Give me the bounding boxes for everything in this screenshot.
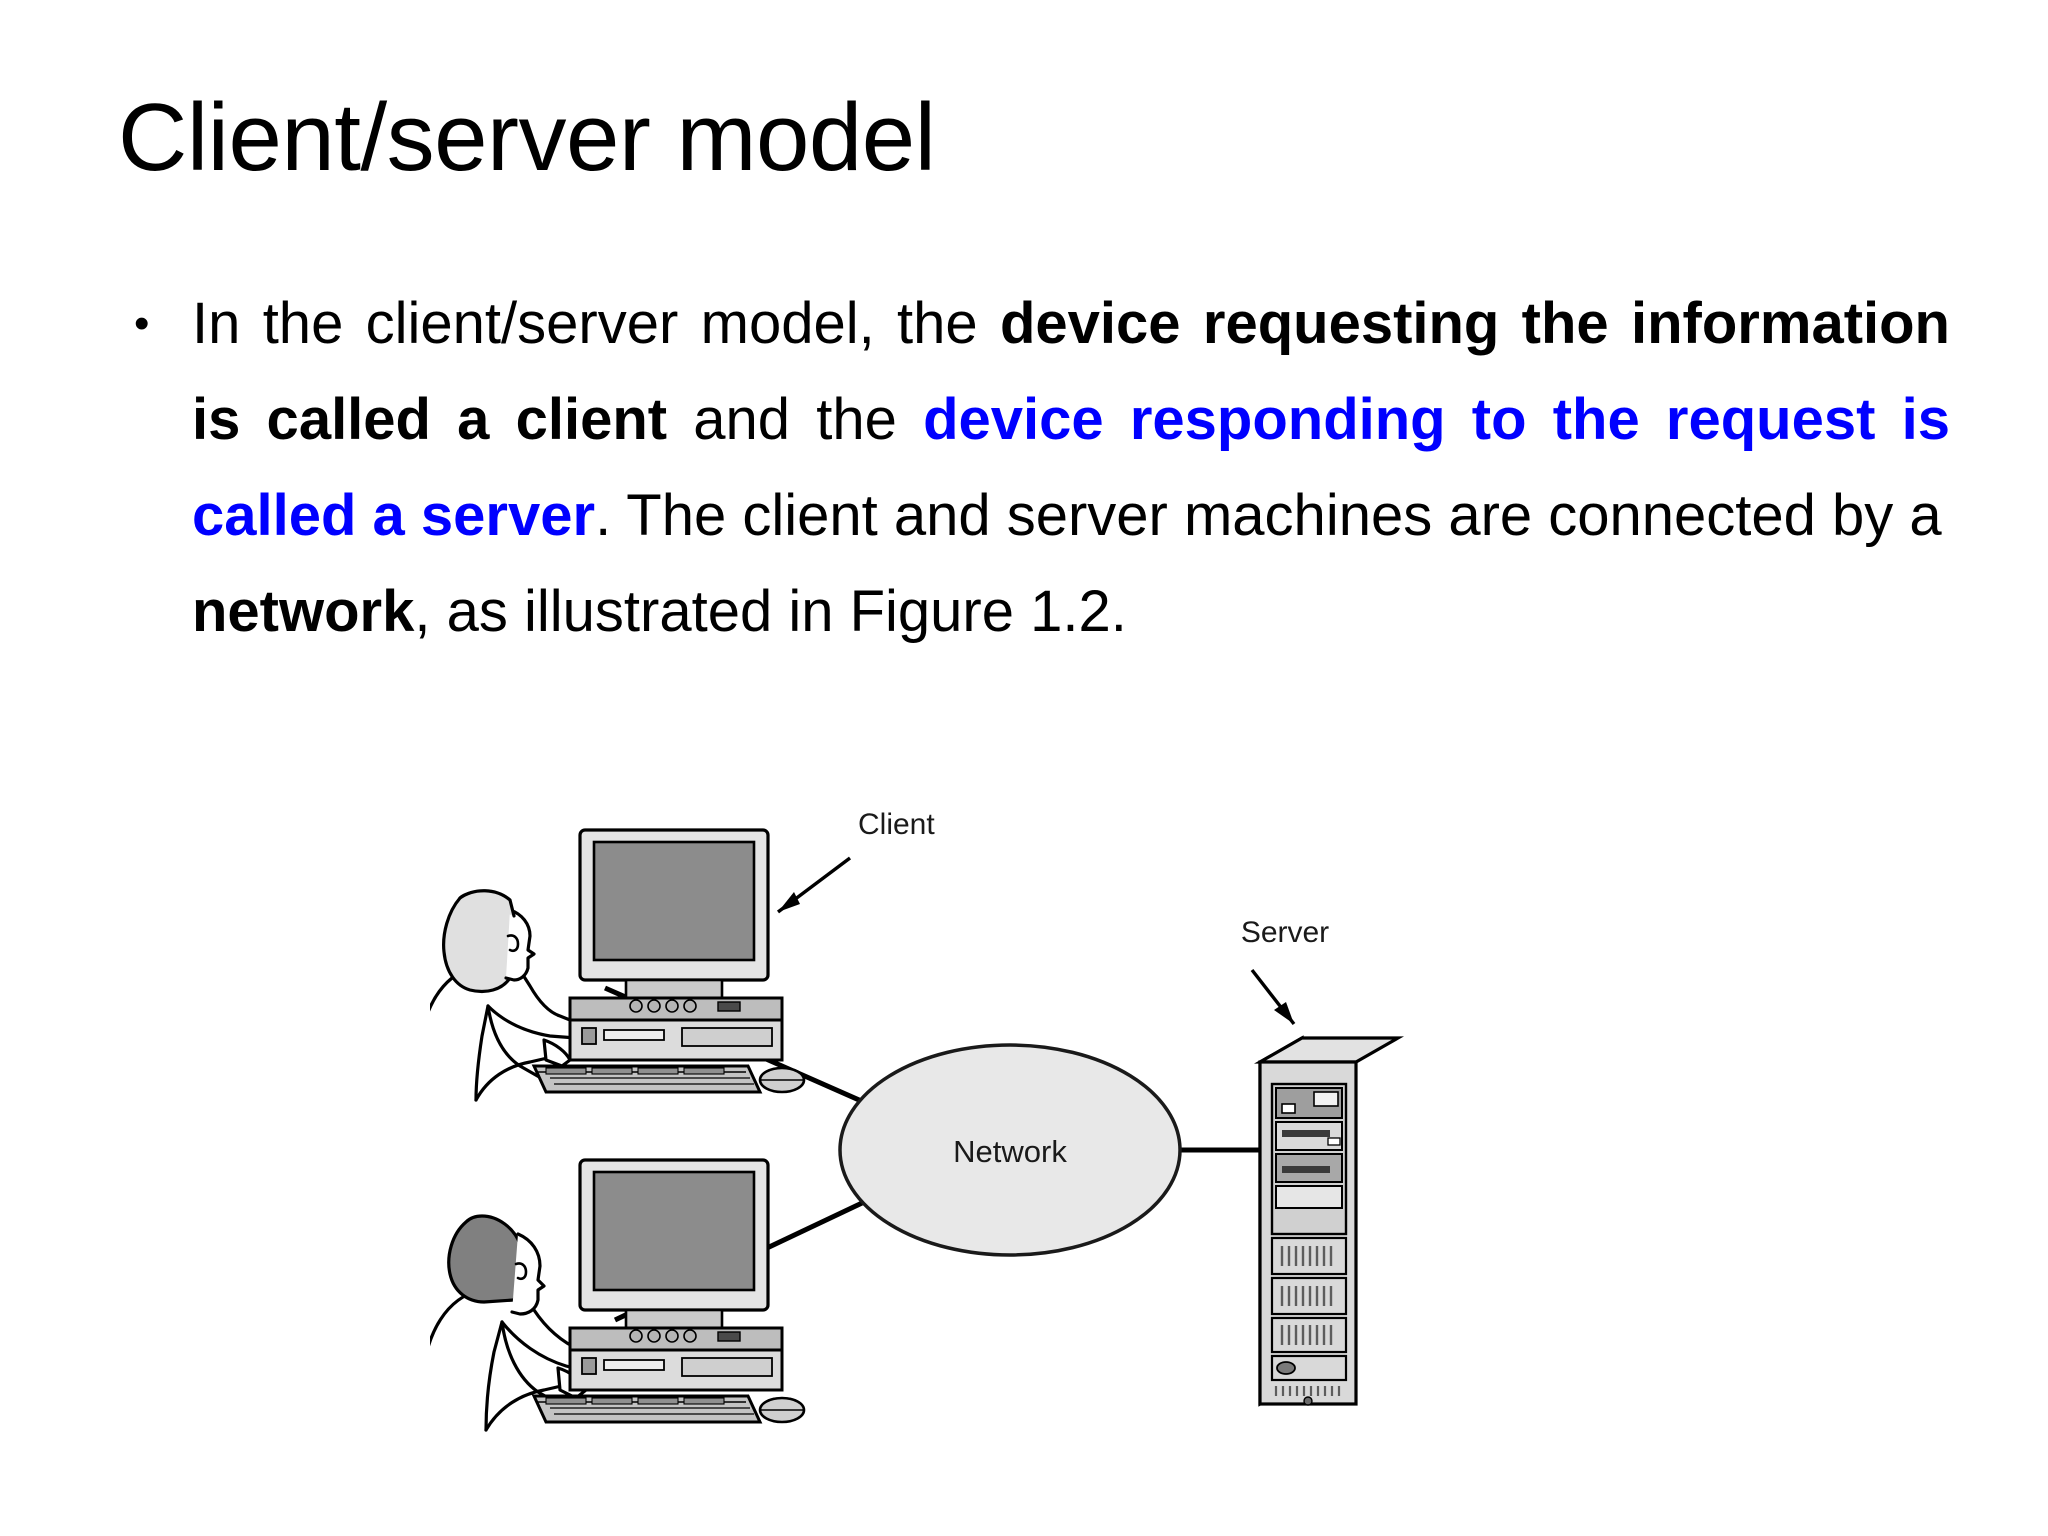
client-label: Client: [858, 808, 935, 841]
network-cloud: Network: [838, 1043, 1182, 1257]
server-callout: Server: [1241, 916, 1329, 1026]
desktop-case: [568, 1326, 784, 1392]
content-placeholder: • In the client/server model, the device…: [120, 276, 1950, 660]
vent-grilles: [1270, 1236, 1348, 1354]
paragraph-text: In the client/server model, the device r…: [192, 276, 1950, 660]
user-figure-male: [430, 1214, 598, 1432]
keyboard: [531, 1064, 763, 1094]
run-normal-3: . The client and server machines are con…: [595, 483, 1942, 548]
mouse-device: [758, 1396, 806, 1424]
monitor-crt: [578, 828, 770, 1000]
run-normal-1: In the client/server model, the: [192, 291, 1000, 356]
page-title: Client/server model: [118, 84, 936, 191]
monitor-crt: [578, 1158, 770, 1330]
run-normal-2: and the: [667, 387, 924, 452]
run-bold-client: device requesting the information is cal…: [192, 291, 1950, 452]
figure-client-server-diagram: Network: [430, 800, 1790, 1500]
network-label: Network: [953, 1134, 1067, 1169]
mouse-device: [758, 1066, 806, 1094]
bullet-marker-icon: •: [134, 299, 150, 348]
client-top-workstation: [430, 828, 806, 1102]
desktop-case: [568, 996, 784, 1062]
client-bottom-workstation: [430, 1158, 806, 1432]
server-label: Server: [1241, 916, 1329, 949]
server-tower: [1253, 1035, 1405, 1407]
run-normal-4: , as illustrated in Figure 1.2.: [414, 579, 1127, 644]
list-item: • In the client/server model, the device…: [120, 276, 1950, 660]
power-button-icon: [1276, 1361, 1296, 1375]
user-figure-female: [430, 889, 582, 1102]
run-bold-network: network: [192, 579, 415, 644]
keyboard: [531, 1394, 763, 1424]
client-callout: Client: [776, 808, 935, 914]
run-bold-blue-server: device responding to the request is call…: [192, 387, 1950, 548]
